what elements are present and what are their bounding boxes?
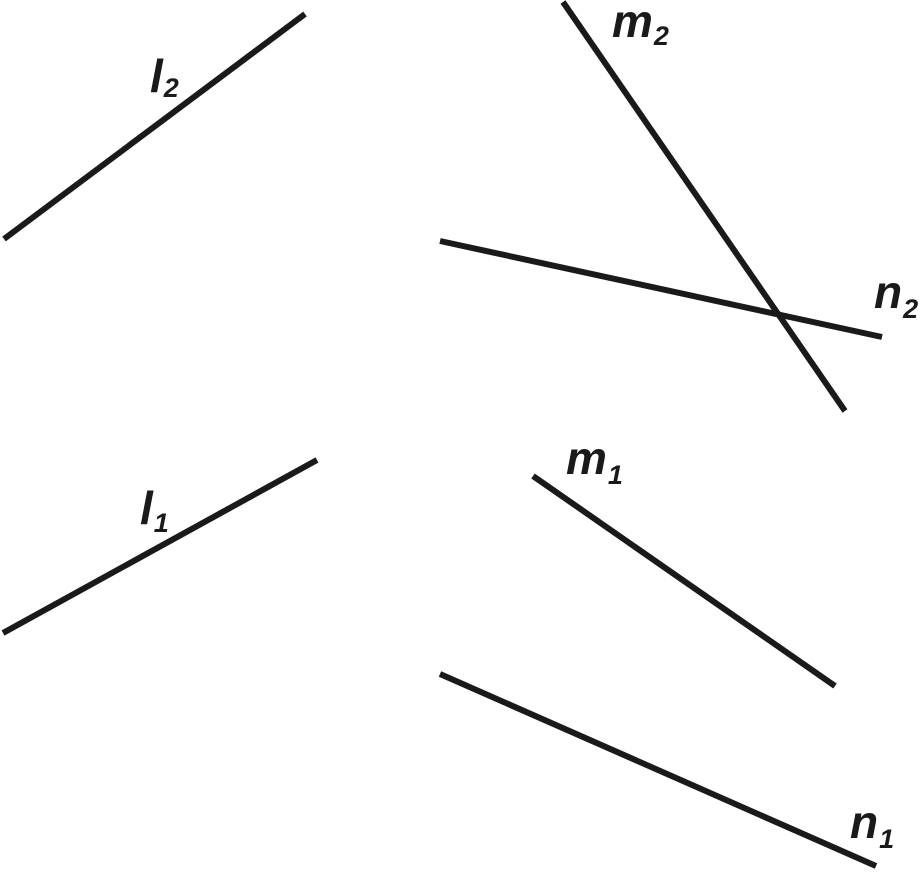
label-m1: m1 bbox=[566, 432, 623, 490]
label-l1: l1 bbox=[140, 482, 169, 538]
line-l2 bbox=[2, 11, 307, 242]
line-l1 bbox=[1, 457, 319, 636]
label-n1: n1 bbox=[850, 796, 894, 854]
label-n2: n2 bbox=[874, 266, 918, 324]
label-l2: l2 bbox=[150, 50, 179, 103]
line-m2 bbox=[560, 0, 848, 413]
line-m1 bbox=[531, 473, 837, 689]
label-m2: m2 bbox=[612, 0, 669, 51]
line-n1 bbox=[438, 671, 878, 869]
line-n2 bbox=[439, 238, 883, 340]
